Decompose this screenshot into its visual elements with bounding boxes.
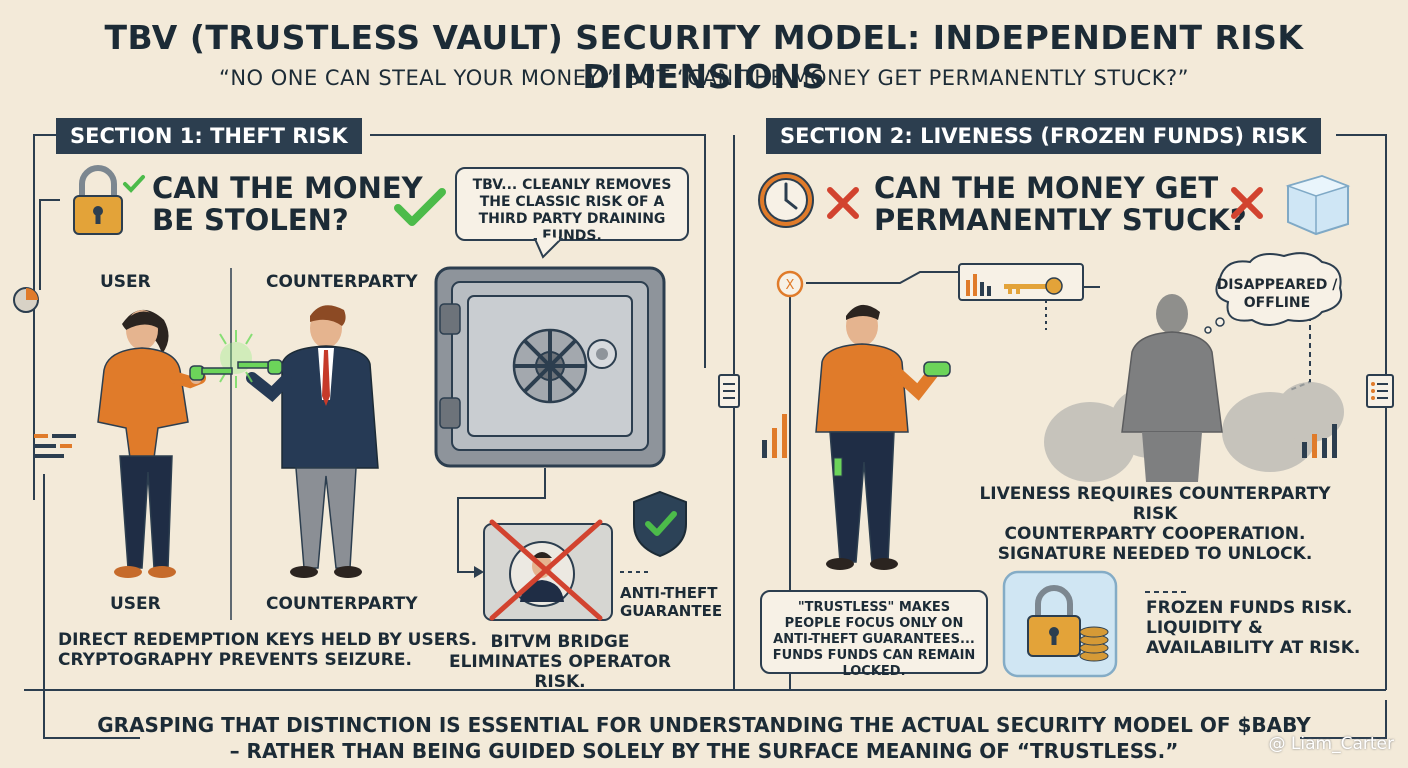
liveness-line-2: COUNTERPARTY COOPERATION. bbox=[1004, 524, 1306, 544]
frozen-line-3: AVAILABILITY AT RISK. bbox=[1146, 638, 1361, 658]
theft-quote-bubble: TBV... CLEANLY REMOVES THE CLASSIC RISK … bbox=[455, 167, 689, 244]
section-1-caption: DIRECT REDEMPTION KEYS HELD BY USERS. CR… bbox=[58, 630, 477, 670]
cross-icon bbox=[827, 187, 859, 219]
key-icon bbox=[189, 330, 283, 388]
footer-text: GRASPING THAT DISTINCTION IS ESSENTIAL F… bbox=[0, 712, 1408, 764]
clock-icon bbox=[758, 172, 814, 228]
user-figure bbox=[97, 309, 206, 578]
operator-crossed-icon bbox=[483, 519, 613, 621]
liveness-caption: LIVENESS REQUIRES COUNTERPARTY RISK COUN… bbox=[960, 484, 1350, 564]
thought-dots bbox=[1204, 317, 1225, 334]
list-icon bbox=[34, 434, 76, 458]
question-2-line-1: CAN THE MONEY GET bbox=[874, 171, 1219, 205]
anti-theft-line-1: ANTI-THEFT bbox=[620, 584, 718, 602]
list-icon-2 bbox=[1366, 374, 1394, 408]
frozen-caption: FROZEN FUNDS RISK. LIQUIDITY & AVAILABIL… bbox=[1146, 598, 1360, 658]
bridge-line-1: BITVM BRIDGE bbox=[490, 632, 630, 652]
section-2-question: CAN THE MONEY GET PERMANENTLY STUCK? bbox=[874, 172, 1247, 236]
thought-bubble-text: DISAPPEARED / OFFLINE bbox=[1216, 277, 1338, 311]
section-1-question: CAN THE MONEY BE STOLEN? bbox=[152, 172, 423, 236]
counterparty-label-top: COUNTERPARTY bbox=[266, 272, 418, 292]
trustless-quote-bubble: "TRUSTLESS" MAKES PEOPLE FOCUS ONLY ON A… bbox=[760, 590, 988, 679]
caption-line-2: CRYPTOGRAPHY PREVENTS SEIZURE. bbox=[58, 650, 412, 670]
question-2-line-2: PERMANENTLY STUCK? bbox=[874, 203, 1247, 237]
footer-line-1: GRASPING THAT DISTINCTION IS ESSENTIAL F… bbox=[97, 713, 1311, 737]
shield-check-icon bbox=[633, 490, 687, 558]
footer-line-2: – RATHER THAN BEING GUIDED SOLELY BY THE… bbox=[229, 739, 1179, 763]
caption-line-1: DIRECT REDEMPTION KEYS HELD BY USERS. bbox=[58, 630, 478, 650]
frozen-line-1: FROZEN FUNDS RISK. bbox=[1146, 598, 1353, 618]
section-1-heading: SECTION 1: THEFT RISK bbox=[56, 118, 362, 154]
thought-cloud bbox=[1215, 252, 1343, 326]
anti-theft-line-2: GUARANTEE bbox=[620, 602, 723, 620]
anti-theft-caption: ANTI-THEFT GUARANTEE bbox=[620, 584, 722, 620]
watermark: @ Liam_Carter bbox=[1268, 734, 1394, 754]
check-icon bbox=[394, 188, 446, 226]
bubble-tail bbox=[533, 237, 564, 259]
section-2-heading: SECTION 2: LIVENESS (FROZEN FUNDS) RISK bbox=[766, 118, 1321, 154]
notes-icon bbox=[718, 374, 740, 408]
user-label-top: USER bbox=[100, 272, 151, 292]
question-line-1: CAN THE MONEY bbox=[152, 171, 423, 205]
bridge-caption: BITVM BRIDGE ELIMINATES OPERATOR RISK. bbox=[440, 632, 680, 692]
liveness-line-1: LIVENESS REQUIRES COUNTERPARTY RISK bbox=[979, 484, 1331, 524]
bar-chart-icon-2 bbox=[1302, 424, 1337, 458]
padlock-icon bbox=[73, 165, 123, 235]
question-line-2: BE STOLEN? bbox=[152, 203, 349, 237]
ice-cube-icon bbox=[1285, 174, 1351, 236]
small-check-icon bbox=[123, 175, 145, 193]
folder-key-icon bbox=[958, 263, 1084, 301]
frozen-lock-icon bbox=[1002, 570, 1118, 678]
x-circle-icon: X bbox=[776, 270, 804, 298]
bar-chart-icon bbox=[762, 414, 787, 458]
theft-quote-text: TBV... CLEANLY REMOVES THE CLASSIC RISK … bbox=[472, 177, 672, 244]
page-title: TBV (TRUSTLESS VAULT) SECURITY MODEL: IN… bbox=[104, 18, 1304, 96]
liveness-line-3: SIGNATURE NEEDED TO UNLOCK. bbox=[997, 544, 1313, 564]
page-subtitle: “NO ONE CAN STEAL YOUR MONEY,” BUT “CAN … bbox=[218, 66, 1190, 90]
frozen-line-2: LIQUIDITY & bbox=[1146, 618, 1263, 638]
counterparty-figure bbox=[246, 305, 379, 578]
pie-icon bbox=[13, 287, 39, 313]
bridge-line-2: ELIMINATES OPERATOR RISK. bbox=[448, 652, 672, 692]
trustless-quote-text: "TRUSTLESS" MAKES PEOPLE FOCUS ONLY ON A… bbox=[772, 600, 976, 679]
user-label-bottom: USER bbox=[110, 594, 161, 614]
counterparty-label-bottom: COUNTERPARTY bbox=[266, 594, 418, 614]
cross-icon-2 bbox=[1231, 187, 1263, 219]
user-figure-right bbox=[815, 304, 951, 570]
svg-text:X: X bbox=[786, 278, 795, 293]
vault-icon bbox=[434, 266, 666, 468]
missing-counterparty-figure bbox=[1044, 294, 1344, 482]
